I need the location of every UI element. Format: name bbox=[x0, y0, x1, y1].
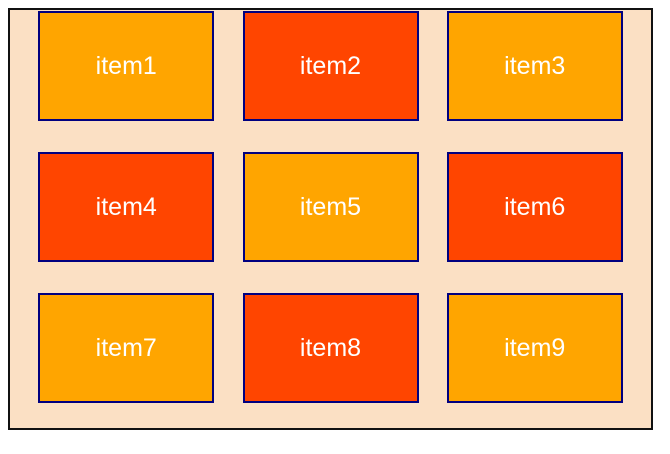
flex-item-label: item6 bbox=[504, 192, 566, 221]
flex-container: item1 item2 item3 item4 item5 item6 item… bbox=[8, 8, 653, 430]
flex-item-item4[interactable]: item4 bbox=[38, 152, 215, 262]
flex-item-item3[interactable]: item3 bbox=[446, 11, 623, 121]
flex-item-item9[interactable]: item9 bbox=[446, 293, 623, 403]
flex-item-item5[interactable]: item5 bbox=[242, 152, 419, 262]
flex-item-label: item7 bbox=[95, 333, 157, 362]
flex-row-2: item4 item5 item6 bbox=[10, 152, 651, 262]
flex-item-label: item9 bbox=[504, 333, 566, 362]
flex-item-label: item8 bbox=[299, 333, 362, 362]
flex-item-label: item2 bbox=[299, 51, 362, 80]
flex-item-item2[interactable]: item2 bbox=[242, 11, 419, 121]
flex-item-item8[interactable]: item8 bbox=[242, 293, 419, 403]
flex-item-label: item4 bbox=[95, 192, 157, 221]
flex-item-label: item3 bbox=[504, 51, 566, 80]
flex-row-1: item1 item2 item3 bbox=[10, 11, 651, 121]
flex-row-3: item7 item8 item9 bbox=[10, 293, 651, 403]
flex-item-item1[interactable]: item1 bbox=[38, 11, 215, 121]
flex-item-item6[interactable]: item6 bbox=[446, 152, 623, 262]
flex-item-label: item5 bbox=[299, 192, 362, 221]
flex-item-item7[interactable]: item7 bbox=[38, 293, 215, 403]
flex-item-label: item1 bbox=[95, 51, 157, 80]
